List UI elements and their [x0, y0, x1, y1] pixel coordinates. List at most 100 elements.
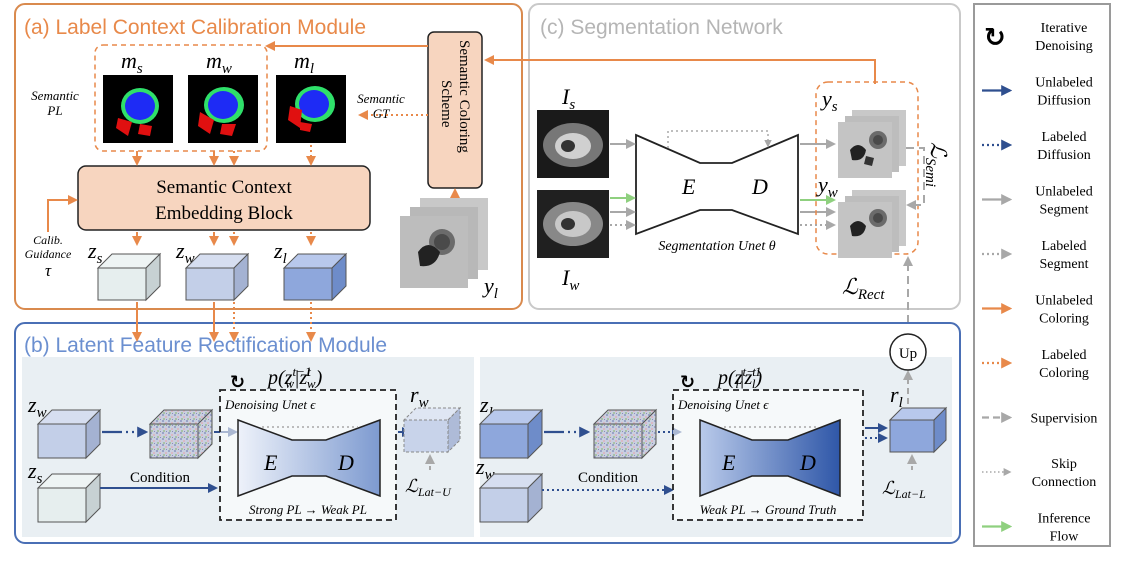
z-s-label-a: zs: [87, 238, 103, 267]
r-l-label: rl: [890, 382, 903, 411]
cube-z-w-a: [184, 252, 250, 302]
legend-label: Coloring: [1039, 366, 1089, 381]
calib-label-1: Calib.: [33, 233, 63, 247]
legend-label: Diffusion: [1037, 148, 1090, 163]
coloring-scheme-text-2: Scheme: [438, 80, 454, 128]
legend: ↻IterativeDenoisingUnlabeledDiffusionLab…: [973, 3, 1111, 547]
coloring-scheme-text-1: Semantic Coloring: [456, 40, 472, 153]
up-label: Up: [899, 346, 917, 362]
m-w-label: mw: [206, 48, 232, 77]
seg-decoder-label: D: [751, 174, 768, 199]
panel-c-title: (c) Segmentation Network: [540, 16, 783, 39]
cube-z-s-b1: [36, 472, 102, 524]
y-w-stack: [838, 190, 906, 258]
y-s-label: ys: [820, 86, 838, 115]
mri-image-s: [537, 110, 609, 178]
semantic-coloring-scheme-box: [427, 31, 483, 189]
iterate-icon: ↻: [984, 22, 1006, 52]
weak-gt-label: Weak PL → Ground Truth: [700, 502, 837, 517]
mask-image-ml: [276, 75, 346, 143]
r-w-label: rw: [410, 382, 429, 411]
denoise-unet-right: [699, 418, 841, 498]
iterate-icon-right: ↻: [680, 372, 695, 392]
legend-label: Segment: [1040, 203, 1089, 218]
cube-z-s-a: [96, 252, 162, 302]
i-w-label: Iw: [561, 265, 579, 294]
semantic-pl-label-2: PL: [46, 103, 62, 118]
legend-label: Unlabeled: [1035, 185, 1093, 200]
legend-label: Segment: [1040, 257, 1089, 272]
z-w-label-a: zw: [175, 238, 195, 267]
mri-image-w: [537, 190, 609, 258]
legend-label: Labeled: [1041, 239, 1086, 254]
calib-label-2: Guidance: [25, 247, 72, 261]
noisy-cube-b2: [592, 408, 658, 460]
panel-a-title: (a) Label Context Calibration Module: [24, 16, 366, 39]
l-rect-label: ℒRect: [842, 274, 885, 303]
strong-weak-label: Strong PL → Weak PL: [249, 502, 367, 517]
panel-b-title: (b) Latent Feature Rectification Module: [24, 334, 387, 357]
condition-label-1: Condition: [130, 470, 191, 486]
noisy-cube-b1: [148, 408, 214, 460]
denoise-d-left: D: [337, 450, 354, 475]
mask-image-mw: [188, 75, 258, 143]
iterate-icon-left: ↻: [230, 372, 245, 392]
l-lat-l-label: ℒLat−L: [882, 478, 926, 501]
calib-tau: τ: [45, 261, 52, 280]
semantic-pl-label-1: Semantic: [31, 88, 79, 103]
legend-label: Inference: [1038, 512, 1091, 527]
segmentation-unet-shape: [635, 133, 799, 236]
y-w-label: yw: [816, 172, 838, 201]
m-s-label: ms: [121, 48, 143, 77]
z-l-label-a: zl: [273, 238, 287, 267]
z-s-label-b1: zs: [27, 458, 43, 487]
legend-label: Diffusion: [1037, 94, 1090, 109]
legend-label: Flow: [1050, 530, 1080, 545]
z-w-label-b2: zw: [475, 454, 495, 483]
cube-r-l: [888, 406, 948, 454]
legend-label: Supervision: [1031, 412, 1098, 427]
legend-label: Connection: [1032, 475, 1097, 490]
cube-z-w-b1: [36, 408, 102, 460]
y-l-label-a: yl: [482, 273, 498, 302]
denoise-d-right: D: [799, 450, 816, 475]
legend-label: Labeled: [1041, 130, 1086, 145]
denoise-e-right: E: [721, 450, 736, 475]
cube-z-l-a: [282, 252, 348, 302]
up-sample-node: [889, 333, 927, 371]
panel-c: (c) Segmentation Network Is Iw E D Segme…: [484, 3, 961, 336]
legend-label: Skip: [1051, 457, 1077, 472]
cube-z-w-b2: [478, 472, 544, 524]
semantic-gt-label-2: GT: [373, 106, 390, 121]
z-w-label-b1: zw: [27, 392, 47, 421]
mask-image-ms: [103, 75, 173, 143]
legend-label: Unlabeled: [1035, 294, 1093, 309]
l-semi-label: ℒSemi: [922, 142, 951, 187]
legend-label: Iterative: [1041, 21, 1088, 36]
m-l-label: ml: [294, 48, 314, 77]
y-s-stack: [838, 110, 906, 178]
cube-r-w: [402, 406, 462, 454]
panel-a: (a) Label Context Calibration Module ms …: [14, 3, 523, 310]
embedding-block-text-1: Semantic Context: [156, 177, 292, 198]
y-l-stack-a: [400, 198, 488, 288]
legend-label: Labeled: [1041, 348, 1086, 363]
denoise-unet-left: [237, 418, 381, 498]
condition-label-2: Condition: [578, 470, 639, 486]
denoise-e-left: E: [263, 450, 278, 475]
denoise-label-2: Denoising Unet ϵ: [677, 397, 769, 412]
seg-encoder-label: E: [681, 174, 696, 199]
legend-label: Unlabeled: [1035, 76, 1093, 91]
prediction-group: [815, 81, 919, 255]
l-lat-u-label: ℒLat−U: [405, 476, 452, 499]
